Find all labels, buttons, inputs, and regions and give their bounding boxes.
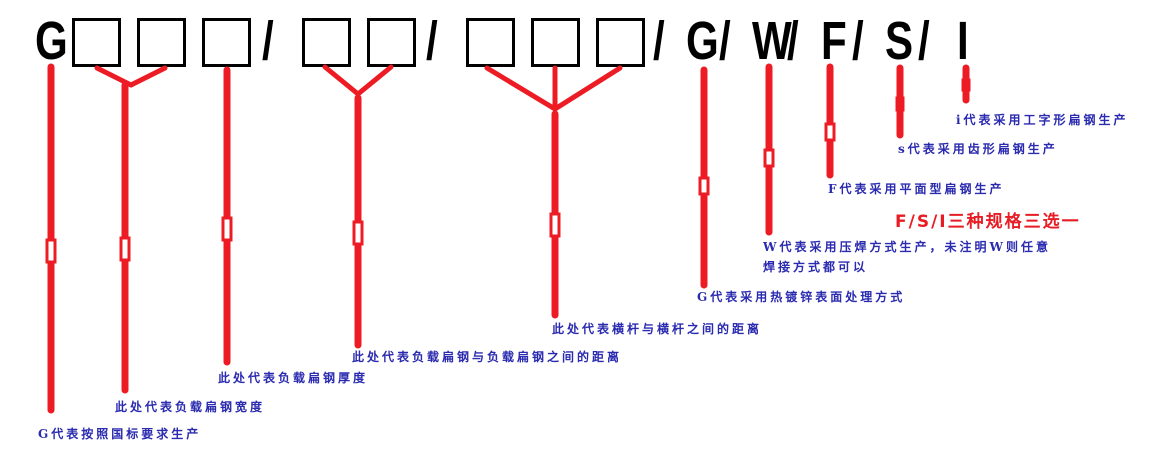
pointer-g-galvanized [698, 66, 710, 289]
code-slash-3: / [653, 11, 665, 71]
label-bar-width: 此处代表负载扁钢宽度 [115, 400, 266, 414]
code-slash-2: / [426, 11, 438, 71]
label-s-serrated: s代表采用齿形扁钢生产 [898, 142, 1058, 156]
code-suffix-f: F [821, 11, 847, 71]
pointer-bar-thickness [221, 66, 233, 366]
pointer-f [824, 63, 836, 179]
label-g-standard: G代表按照国标要求生产 [38, 427, 202, 441]
code-slash-7: / [918, 11, 930, 71]
code-suffix-i: I [957, 11, 969, 71]
label-cross-pitch: 此处代表横杆与横杆之间的距离 [552, 322, 763, 336]
pointer-cross-pitch [484, 65, 623, 319]
pointer-s [895, 64, 905, 139]
label-bar-pitch: 此处代表负载扁钢与负载扁钢之间的距离 [352, 350, 623, 364]
pointer-i [961, 64, 971, 104]
label-i-ibar: i代表采用工字形扁钢生产 [956, 113, 1129, 127]
note-choice: F/S/I三种规格三选一 [895, 212, 1081, 232]
code-box-cross-2 [531, 18, 580, 67]
label-bar-thickness: 此处代表负载扁钢厚度 [218, 371, 369, 385]
pointer-w [763, 63, 775, 236]
label-w-line1: W代表采用压焊方式生产，未注明W则任意 [763, 240, 1051, 254]
code-box-cross-1 [466, 18, 515, 67]
code-box-width-1 [72, 18, 121, 67]
code-box-thickness [202, 18, 251, 67]
code-suffix-s: S [885, 11, 914, 71]
pointer-g-standard [45, 63, 57, 414]
pointer-bar-width [94, 65, 168, 394]
code-prefix-g: G [35, 11, 68, 71]
code-slash-5: / [787, 11, 799, 71]
label-g-galvanized: G代表采用热镀锌表面处理方式 [697, 290, 906, 304]
label-f-plain: F代表采用平面型扁钢生产 [828, 182, 1005, 196]
code-box-cross-3 [596, 18, 645, 67]
code-suffix-g: G [686, 11, 719, 71]
code-slash-6: / [852, 11, 864, 71]
pointer-bar-pitch [322, 64, 394, 349]
code-suffix-w: W [752, 11, 792, 71]
label-w-line2: 焊接方式都可以 [763, 260, 869, 274]
code-slash-4: / [719, 11, 731, 71]
code-slash-1: / [262, 11, 274, 71]
code-box-width-2 [137, 18, 186, 67]
